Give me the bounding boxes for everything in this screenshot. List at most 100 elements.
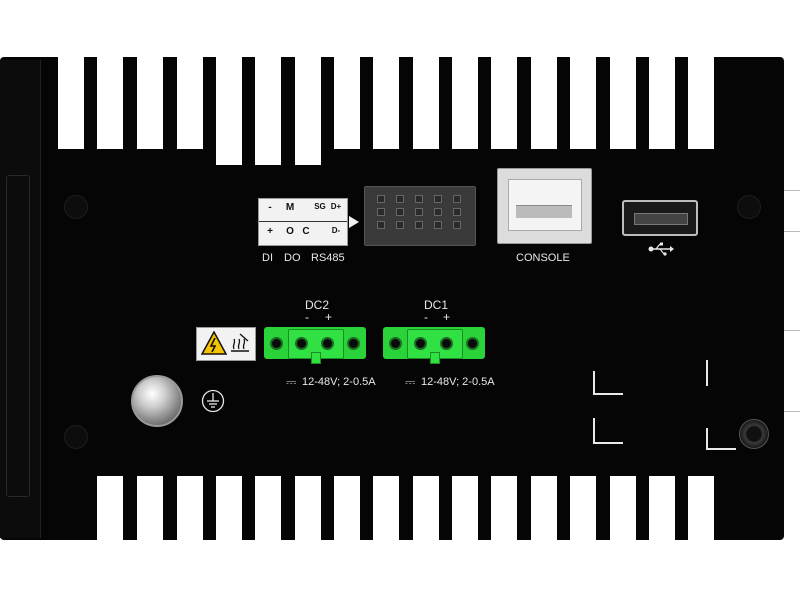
- io-legend-cell: D+: [330, 202, 342, 211]
- terminal-tab: [311, 352, 321, 364]
- warning-label: [196, 327, 256, 361]
- io-terminal-connector[interactable]: [364, 186, 476, 246]
- top-fin-gap: [58, 57, 84, 149]
- bottom-fin-gap: [334, 476, 360, 541]
- top-fin-gap: [610, 57, 636, 149]
- io-terminal-pin: [377, 208, 385, 216]
- terminal-plug: [288, 329, 344, 364]
- io-legend-cell: SG: [314, 202, 326, 211]
- terminal-screw: [270, 337, 283, 350]
- bottom-fin-gap: [97, 476, 123, 541]
- io-legend-divider: [259, 221, 347, 222]
- io-legend-cell: -: [268, 202, 272, 213]
- io-legend-cell: D-: [331, 226, 341, 235]
- io-terminal-pin: [434, 221, 442, 229]
- dc2-power-terminal[interactable]: [264, 327, 366, 364]
- terminal-screw: [295, 337, 308, 350]
- terminal-screw: [466, 337, 479, 350]
- bottom-fin-gap: [688, 476, 714, 541]
- bottom-fin-gap: [177, 476, 203, 541]
- io-legend-cell: C: [302, 226, 310, 237]
- ground-screw[interactable]: [131, 375, 183, 427]
- dc2-rating: 12-48V; 2-0.5A: [302, 376, 376, 388]
- console-port[interactable]: [497, 168, 592, 244]
- bottom-fin-gap: [295, 476, 321, 541]
- top-fin-gap: [255, 57, 281, 165]
- io-terminal-pin: [396, 195, 404, 203]
- io-terminal-pin: [377, 195, 385, 203]
- terminal-screw: [440, 337, 453, 350]
- bottom-fin-gap: [373, 476, 399, 541]
- console-port-contacts: [516, 205, 572, 218]
- corner-mark: [706, 360, 708, 386]
- bottom-fin-gap: [491, 476, 517, 541]
- dc1-power-terminal[interactable]: [383, 327, 485, 364]
- dc2-plus: +: [325, 310, 333, 324]
- dc1-rating: 12-48V; 2-0.5A: [421, 376, 495, 388]
- din-rail-clip-inner: [6, 175, 30, 497]
- io-terminal-pin: [453, 208, 461, 216]
- top-fin-gap: [413, 57, 439, 149]
- terminal-screw: [389, 337, 402, 350]
- dc2-symbol: ⎓: [286, 374, 297, 389]
- bottom-fin-gap: [649, 476, 675, 541]
- top-fin-gap: [491, 57, 517, 149]
- dc2-minus: -: [305, 310, 309, 324]
- bottom-fin-gap: [413, 476, 439, 541]
- io-legend-cell: M: [285, 202, 295, 213]
- top-fin-gap: [452, 57, 478, 149]
- ground-icon: [201, 389, 225, 418]
- reset-button[interactable]: [739, 419, 769, 449]
- corner-mark: [706, 428, 736, 450]
- dc1-symbol: ⎓: [405, 374, 416, 389]
- io-terminal-pin: [415, 195, 423, 203]
- dc2-label: DC2: [305, 298, 330, 312]
- io-terminal-pin: [396, 221, 404, 229]
- right-edge-detail: [784, 330, 800, 412]
- io-terminal-pin: [415, 221, 423, 229]
- io-terminal-pin: [377, 221, 385, 229]
- io-legend-cell: +: [267, 226, 273, 237]
- io-terminal-pin: [453, 195, 461, 203]
- terminal-screw: [414, 337, 427, 350]
- top-fin-gap: [97, 57, 123, 149]
- top-fin-gap: [216, 57, 242, 165]
- io-legend-cell: O: [286, 226, 294, 237]
- label-rs485: RS485: [311, 252, 345, 264]
- bottom-fin-gap: [452, 476, 478, 541]
- label-do: DO: [284, 252, 301, 264]
- usb-port-tongue: [634, 213, 688, 225]
- top-fin-gap: [649, 57, 675, 149]
- bottom-fin-gap: [531, 476, 557, 541]
- hot-surface-icon: [228, 331, 252, 360]
- usb-port[interactable]: [622, 200, 698, 236]
- top-fin-gap: [688, 57, 714, 149]
- corner-mark: [593, 371, 623, 395]
- label-di: DI: [262, 252, 273, 264]
- top-fin-gap: [177, 57, 203, 149]
- top-fin-gap: [295, 57, 321, 165]
- dc1-plus: +: [443, 310, 451, 324]
- top-fin-gap: [373, 57, 399, 149]
- io-terminal-pin: [434, 195, 442, 203]
- dc1-minus: -: [424, 310, 428, 324]
- bottom-fin-gap: [137, 476, 163, 541]
- console-label: CONSOLE: [516, 252, 570, 264]
- top-fin-gap: [570, 57, 596, 149]
- right-edge-detail: [784, 190, 800, 232]
- corner-mark: [593, 418, 623, 444]
- terminal-screw: [321, 337, 334, 350]
- warning-icon: [200, 330, 228, 360]
- terminal-plug: [407, 329, 463, 364]
- io-terminal-pin: [434, 208, 442, 216]
- bottom-fin-gap: [570, 476, 596, 541]
- terminal-screw: [347, 337, 360, 350]
- io-legend: - M SG D+ + O C D-: [258, 198, 348, 246]
- top-fin-gap: [137, 57, 163, 149]
- dc1-label: DC1: [424, 298, 449, 312]
- mounting-hole: [64, 425, 88, 449]
- mounting-hole: [737, 195, 761, 219]
- arrow-right-icon: [349, 216, 359, 228]
- bottom-fin-gap: [255, 476, 281, 541]
- mounting-hole: [64, 195, 88, 219]
